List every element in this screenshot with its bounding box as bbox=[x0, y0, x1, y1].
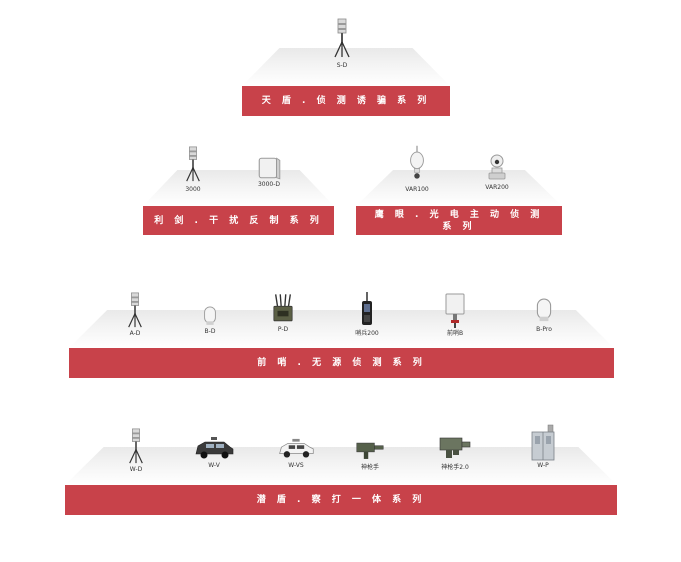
product-label: B-Pro bbox=[536, 326, 552, 333]
portable-jammer-icon bbox=[272, 292, 294, 326]
gun-device-icon bbox=[355, 440, 385, 462]
product-b-pro[interactable]: B-Pro bbox=[529, 292, 559, 333]
product-shenqiangshou[interactable]: 神枪手 bbox=[350, 440, 390, 471]
product-label: S-D bbox=[336, 62, 348, 69]
product-qianshao-b[interactable]: 前哨B bbox=[440, 292, 470, 337]
series-title-bar: 潜 盾 . 察 打 一 体 系 列 bbox=[65, 485, 617, 515]
product-shaobing200[interactable]: 哨兵200 bbox=[352, 290, 382, 337]
series-title-line2: 系 列 bbox=[442, 221, 476, 232]
dome-sensor-icon bbox=[201, 302, 219, 328]
product-a-d[interactable]: A-D bbox=[122, 290, 148, 337]
stage-platform bbox=[242, 48, 450, 86]
cabinet-icon bbox=[529, 424, 557, 462]
product-label: A-D bbox=[129, 330, 141, 337]
vehicle-icon bbox=[192, 434, 236, 462]
gun-device-icon bbox=[438, 434, 472, 462]
handheld-device-icon bbox=[359, 290, 375, 328]
product-w-vs[interactable]: W-VS bbox=[273, 434, 319, 469]
stage-platform bbox=[65, 447, 617, 485]
series-title-bar: 前 哨 . 无 源 侦 测 系 列 bbox=[69, 348, 614, 378]
product-w-d[interactable]: W-D bbox=[123, 426, 149, 473]
product-label: W-V bbox=[208, 462, 220, 469]
product-var100[interactable]: VAR100 bbox=[402, 142, 432, 193]
product-label: W-D bbox=[129, 466, 143, 473]
tripod-detector-icon bbox=[127, 426, 145, 466]
product-w-v[interactable]: W-V bbox=[191, 434, 237, 469]
product-label: 前哨B bbox=[446, 330, 464, 337]
vehicle-icon bbox=[276, 434, 316, 462]
series-title: 利 剑 . 干 扰 反 制 系 列 bbox=[154, 215, 323, 226]
series-title-line1: 鹰 眼 . 光 电 主 动 侦 测 bbox=[374, 209, 544, 220]
series-title: 天 盾 . 侦 测 诱 骗 系 列 bbox=[261, 96, 431, 106]
product-3000[interactable]: 3000 bbox=[178, 142, 208, 193]
product-label: 神枪手 bbox=[360, 464, 379, 471]
series-title: 潜 盾 . 察 打 一 体 系 列 bbox=[256, 495, 426, 505]
dome-camera-icon bbox=[406, 142, 428, 186]
product-w-p[interactable]: W-P bbox=[526, 424, 560, 469]
series-title-bar: 利 剑 . 干 扰 反 制 系 列 bbox=[143, 206, 334, 235]
dome-sensor-icon bbox=[533, 292, 555, 326]
product-label: W-P bbox=[537, 462, 549, 469]
tripod-detector-icon bbox=[126, 290, 144, 330]
product-label: 哨兵200 bbox=[355, 330, 379, 337]
ptz-camera-icon bbox=[485, 150, 509, 184]
product-label: W-VS bbox=[288, 462, 304, 469]
stage-platform bbox=[69, 310, 614, 348]
product-3000-d[interactable]: 3000-D bbox=[254, 155, 284, 188]
box-detector-icon bbox=[256, 155, 282, 181]
product-var200[interactable]: VAR200 bbox=[482, 150, 512, 191]
series-title: 前 哨 . 无 源 侦 测 系 列 bbox=[257, 358, 426, 368]
product-label: 3000 bbox=[185, 186, 201, 193]
series-title-bar: 天 盾 . 侦 测 诱 骗 系 列 bbox=[242, 86, 450, 116]
product-b-d[interactable]: B-D bbox=[197, 302, 223, 335]
product-p-d[interactable]: P-D bbox=[270, 292, 296, 333]
panel-antenna-icon bbox=[443, 292, 467, 328]
product-s-d[interactable]: S-D bbox=[330, 14, 354, 69]
product-label: 3000-D bbox=[257, 181, 281, 188]
product-label: P-D bbox=[277, 326, 289, 333]
series-title-bar: 鹰 眼 . 光 电 主 动 侦 测 系 列 bbox=[356, 206, 562, 235]
product-shenqiangshou-2[interactable]: 神枪手2.0 bbox=[432, 434, 478, 471]
tripod-detector-icon bbox=[184, 142, 202, 186]
tripod-detector-icon bbox=[332, 14, 352, 62]
product-label: 神枪手2.0 bbox=[441, 464, 469, 471]
product-label: VAR200 bbox=[485, 184, 509, 191]
stage-platform bbox=[143, 170, 334, 206]
product-label: B-D bbox=[204, 328, 216, 335]
product-label: VAR100 bbox=[405, 186, 429, 193]
stage-platform bbox=[356, 170, 562, 206]
